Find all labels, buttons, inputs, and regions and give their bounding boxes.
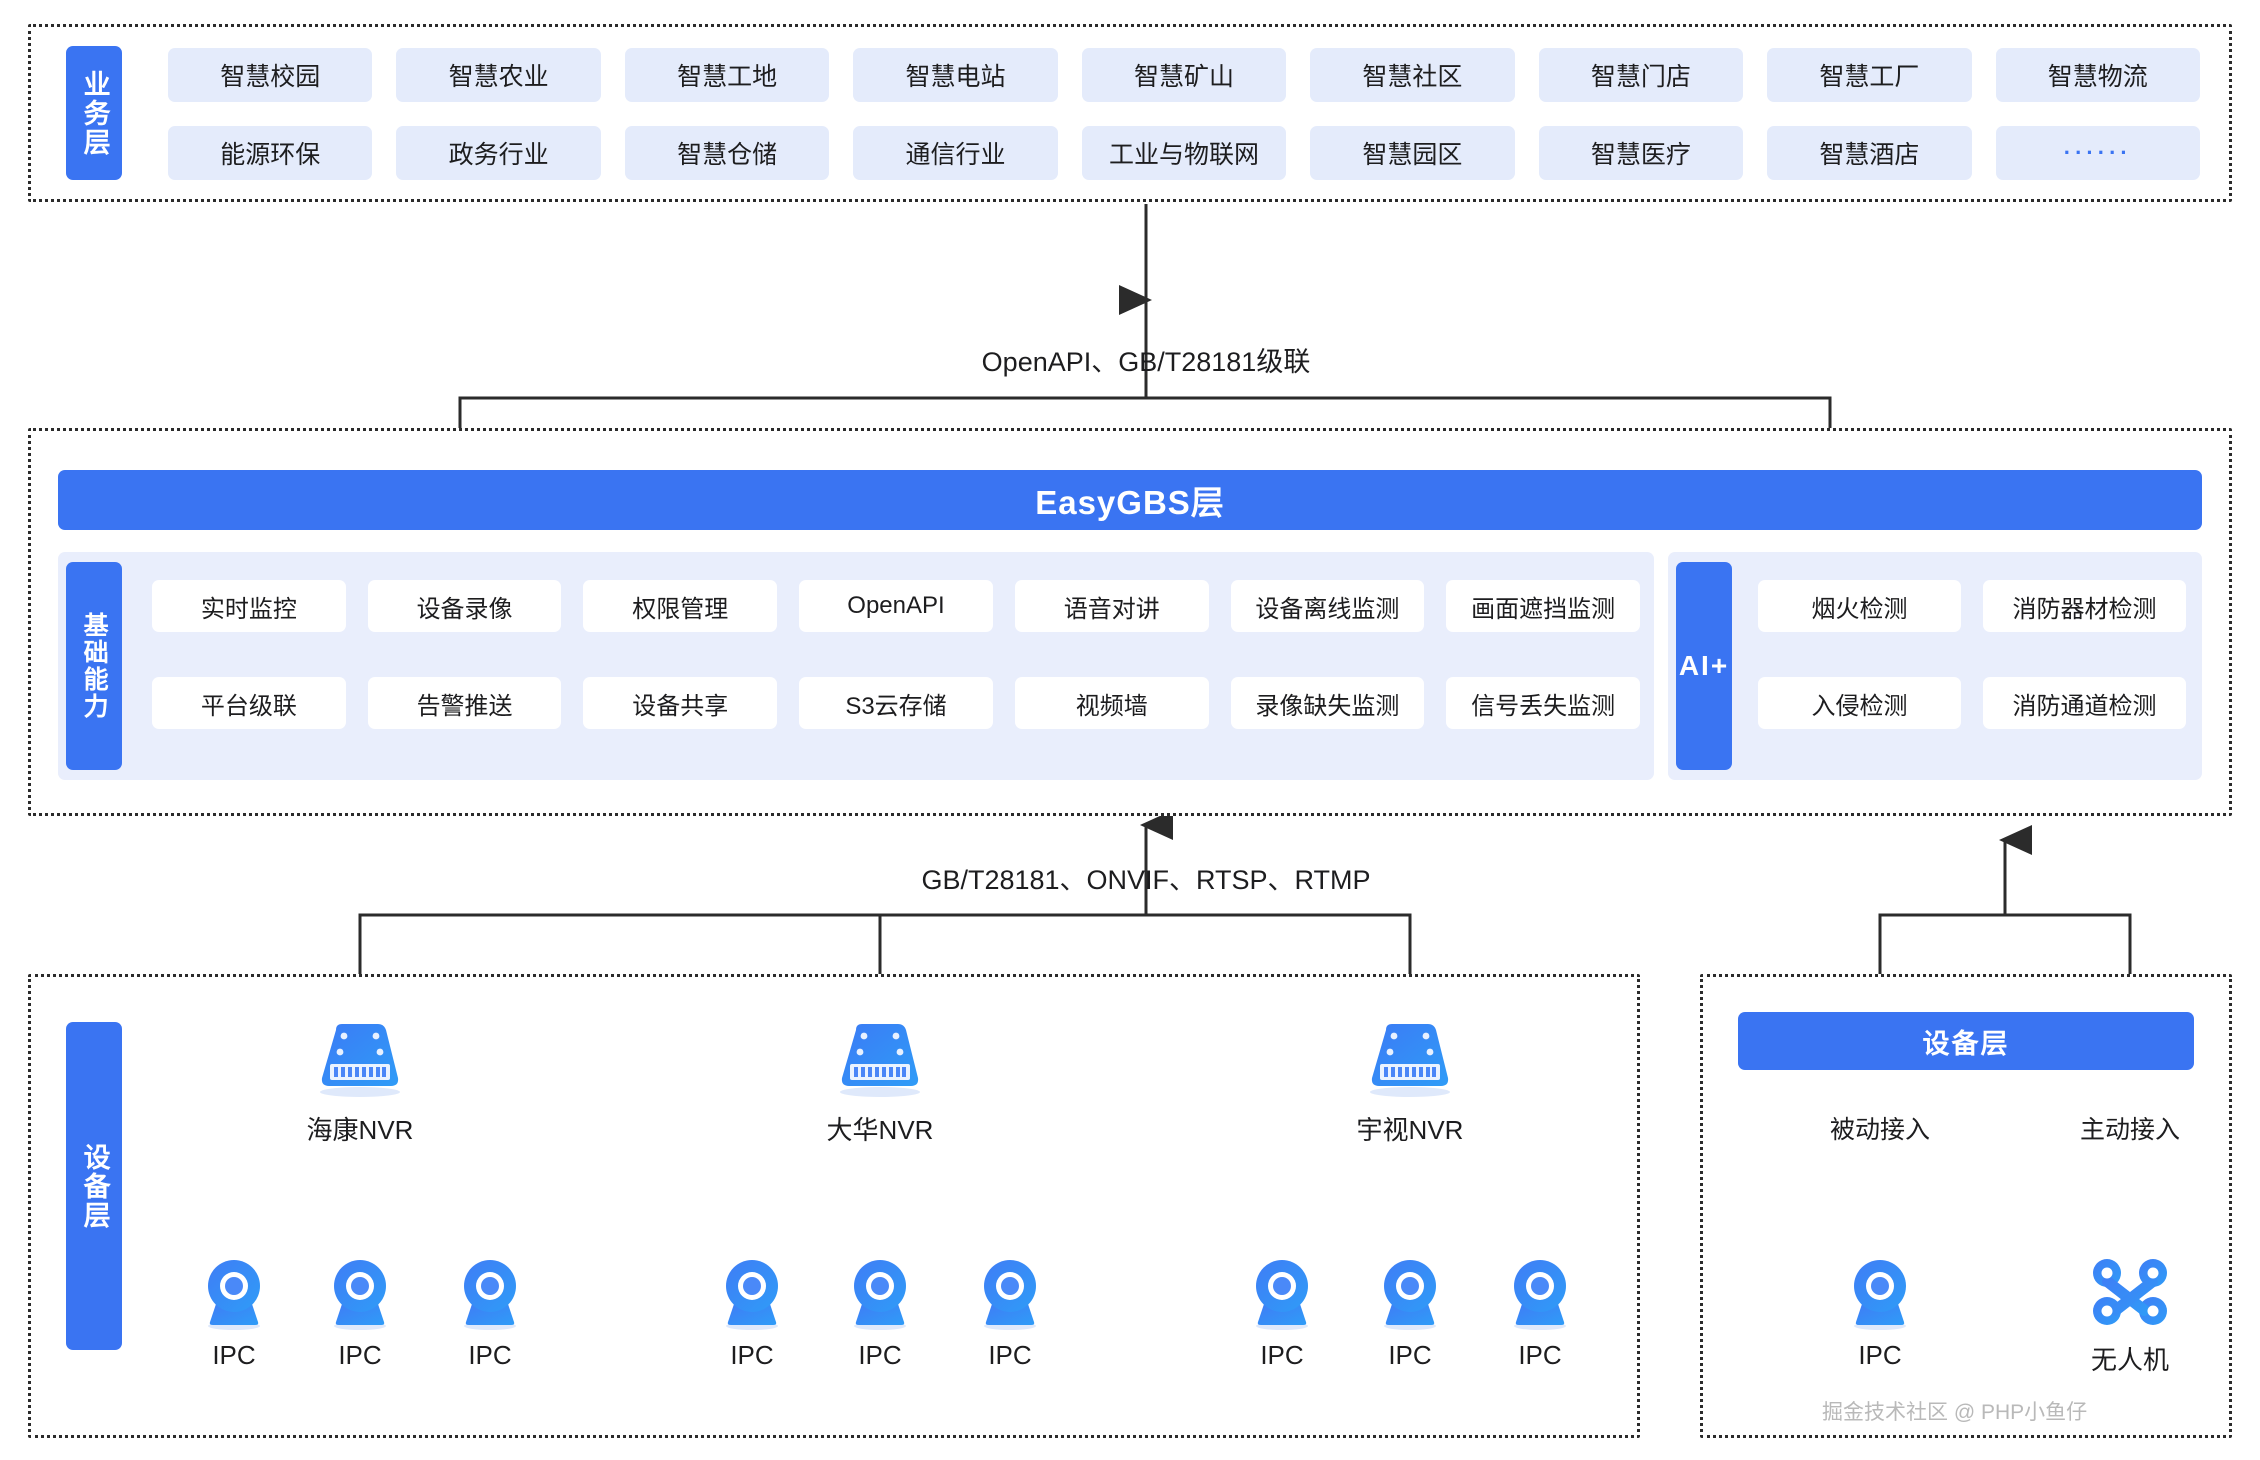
business-chip[interactable]: 智慧物流 — [1995, 48, 2200, 102]
business-chip[interactable]: 智慧医疗 — [1538, 126, 1744, 180]
ipc-label: IPC — [1260, 1340, 1304, 1370]
capability-item[interactable]: 视频墙 — [1014, 677, 1209, 729]
business-chip[interactable]: 智慧仓储 — [624, 126, 830, 180]
camera-icon[interactable] — [1244, 1256, 1320, 1332]
active-access-label: 主动接入 — [2079, 1116, 2180, 1144]
business-chip[interactable]: 智慧电站 — [853, 48, 1058, 102]
device-layer-left-rail: 设备层 — [66, 1022, 122, 1350]
capability-item[interactable]: 语音对讲 — [1014, 580, 1209, 632]
business-layer-grid: 智慧校园 智慧农业 智慧工地 智慧电站 智慧矿山 智慧社区 智慧门店 智慧工厂 … — [168, 48, 2200, 180]
business-chip[interactable]: 智慧矿山 — [1081, 48, 1287, 102]
ipc-label: IPC — [858, 1340, 902, 1370]
ipc-label: IPC — [988, 1340, 1032, 1370]
ipc-label: IPC — [212, 1340, 256, 1370]
capability-item[interactable]: S3云存储 — [799, 677, 993, 729]
ipc-label: IPC — [468, 1340, 512, 1370]
ipc-label: IPC — [1858, 1340, 1902, 1370]
capability-item[interactable]: 设备录像 — [367, 580, 562, 632]
camera-icon[interactable] — [972, 1256, 1048, 1332]
capability-item[interactable]: 设备共享 — [583, 677, 778, 729]
watermark: 掘金技术社区 @ PHP小鱼仔 — [1822, 1401, 2088, 1424]
camera-icon[interactable] — [322, 1256, 398, 1332]
drone-icon[interactable] — [2090, 1256, 2170, 1332]
business-chip[interactable]: 工业与物联网 — [1081, 126, 1287, 180]
nvr-label: 海康NVR — [306, 1115, 414, 1145]
business-chip[interactable]: 智慧农业 — [396, 48, 601, 102]
camera-icon[interactable] — [1372, 1256, 1448, 1332]
capability-item[interactable]: 实时监控 — [152, 580, 346, 632]
business-chip-more[interactable]: ······ — [1995, 126, 2200, 180]
ai-capability-item[interactable]: 消防器材检测 — [1983, 580, 2186, 632]
nvr-label: 宇视NVR — [1356, 1115, 1464, 1145]
ipc-label: IPC — [1388, 1340, 1432, 1370]
camera-icon[interactable] — [1842, 1256, 1918, 1332]
nvr-icon[interactable] — [836, 1022, 924, 1098]
capability-item[interactable]: 录像缺失监测 — [1230, 677, 1425, 729]
ipc-label: IPC — [338, 1340, 382, 1370]
camera-icon[interactable] — [452, 1256, 528, 1332]
business-chip[interactable]: 智慧园区 — [1310, 126, 1515, 180]
bottom-connector-label: GB/T28181、ONVIF、RTSP、RTMP — [921, 865, 1371, 895]
capability-item[interactable]: 权限管理 — [583, 580, 778, 632]
drone-label: 无人机 — [2090, 1345, 2169, 1375]
business-chip[interactable]: 智慧工地 — [624, 48, 830, 102]
capability-item[interactable]: 设备离线监测 — [1230, 580, 1425, 632]
ai-capability-item[interactable]: 消防通道检测 — [1983, 677, 2186, 729]
passive-access-label: 被动接入 — [1829, 1116, 1930, 1144]
ai-capability-item[interactable]: 入侵检测 — [1758, 677, 1961, 729]
business-chip[interactable]: 智慧社区 — [1310, 48, 1515, 102]
business-chip[interactable]: 政务行业 — [396, 126, 601, 180]
ipc-label: IPC — [1518, 1340, 1562, 1370]
nvr-icon[interactable] — [1366, 1022, 1454, 1098]
business-chip[interactable]: 智慧校园 — [168, 48, 373, 102]
capability-item[interactable]: 平台级联 — [152, 677, 346, 729]
business-chip[interactable]: 智慧工厂 — [1767, 48, 1972, 102]
nvr-label: 大华NVR — [826, 1115, 934, 1145]
camera-icon[interactable] — [196, 1256, 272, 1332]
capability-item[interactable]: 画面遮挡监测 — [1446, 580, 1640, 632]
ai-capability-item[interactable]: 烟火检测 — [1758, 580, 1961, 632]
capability-item[interactable]: 信号丢失监测 — [1446, 677, 1640, 729]
capability-item[interactable]: 告警推送 — [367, 677, 562, 729]
camera-icon[interactable] — [842, 1256, 918, 1332]
business-chip[interactable]: 通信行业 — [853, 126, 1058, 180]
business-chip[interactable]: 智慧酒店 — [1767, 126, 1972, 180]
ai-plus-rail: AI+ — [1676, 562, 1732, 770]
base-capability-rail: 基础能力 — [66, 562, 122, 770]
top-connector-label: OpenAPI、GB/T28181级联 — [981, 347, 1311, 377]
base-capability-grid: 实时监控 设备录像 权限管理 OpenAPI 语音对讲 设备离线监测 画面遮挡监… — [152, 580, 1640, 752]
camera-icon[interactable] — [714, 1256, 790, 1332]
business-chip[interactable]: 能源环保 — [168, 126, 373, 180]
camera-icon[interactable] — [1502, 1256, 1578, 1332]
business-chip[interactable]: 智慧门店 — [1538, 48, 1744, 102]
nvr-icon[interactable] — [316, 1022, 404, 1098]
business-layer-rail: 业务层 — [66, 46, 122, 180]
easygbs-bar[interactable]: EasyGBS层 — [58, 470, 2202, 530]
ipc-label: IPC — [730, 1340, 774, 1370]
device-layer-left-box — [28, 974, 1640, 1438]
capability-item[interactable]: OpenAPI — [799, 580, 993, 632]
ai-capability-grid: 烟火检测 消防器材检测 入侵检测 消防通道检测 — [1758, 580, 2186, 752]
device-layer-pill[interactable]: 设备层 — [1738, 1012, 2194, 1070]
